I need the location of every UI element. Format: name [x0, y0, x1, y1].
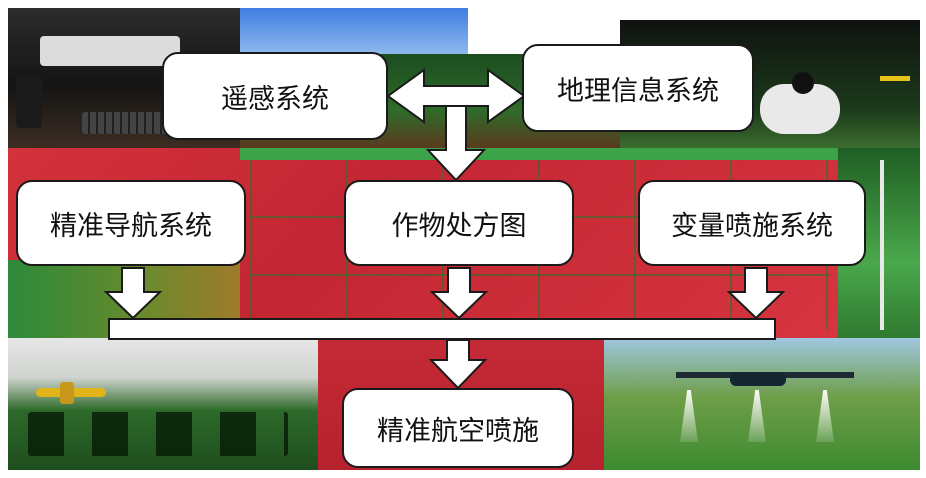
- node-label: 遥感系统: [221, 83, 329, 115]
- merge-bar: [108, 318, 776, 340]
- down-arrow-from-variable-spraying: [726, 267, 786, 320]
- light-pole: [880, 160, 884, 330]
- down-arrow-to-prescription-map: [425, 105, 487, 182]
- field-pattern: [28, 412, 288, 456]
- down-arrow-to-aerial-spraying: [428, 339, 488, 390]
- node-label: 变量喷施系统: [671, 210, 833, 242]
- sky-photo: [240, 8, 468, 54]
- node-remote-sensing: 遥感系统: [162, 52, 388, 140]
- node-precision-navigation: 精准导航系统: [16, 180, 246, 266]
- node-precision-aerial-spraying: 精准航空喷施: [342, 388, 574, 468]
- node-gis: 地理信息系统: [522, 44, 754, 132]
- drone-spraying-photo: [604, 338, 920, 470]
- node-label: 精准导航系统: [50, 210, 212, 242]
- field-band: [240, 148, 840, 160]
- down-arrow-from-navigation: [103, 267, 163, 320]
- node-label: 精准航空喷施: [377, 415, 539, 447]
- node-label: 作物处方图: [391, 210, 527, 242]
- drone-icon: [730, 372, 786, 386]
- down-arrow-from-prescription-map: [429, 267, 489, 320]
- sensor-head-icon: [792, 72, 814, 94]
- monitor-icon: [40, 36, 180, 66]
- airplane-wing-icon: [60, 382, 74, 404]
- speaker-icon: [16, 76, 42, 128]
- node-variable-spraying: 变量喷施系统: [638, 180, 866, 266]
- node-prescription-map: 作物处方图: [344, 180, 574, 266]
- node-label: 地理信息系统: [557, 75, 719, 107]
- indicator-light: [880, 76, 910, 81]
